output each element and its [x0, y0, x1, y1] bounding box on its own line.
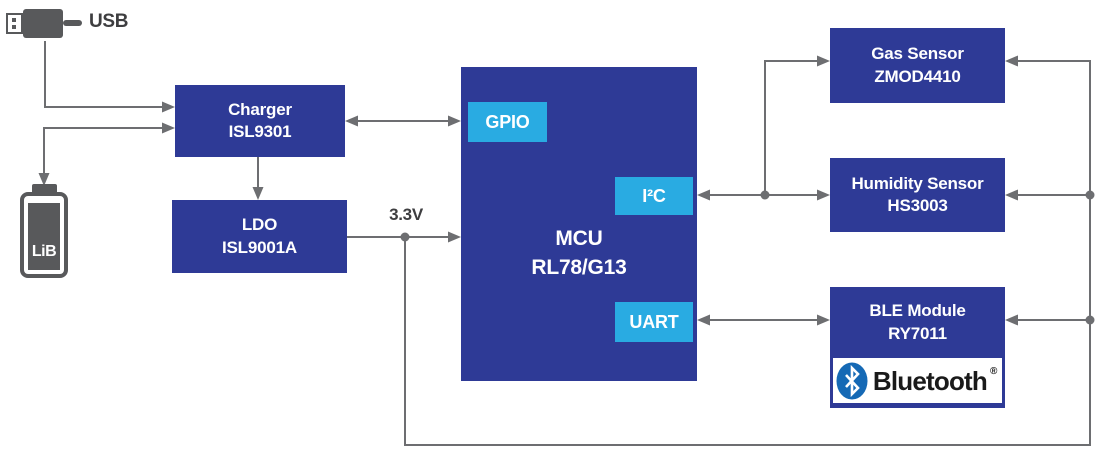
arrowhead-icon [1005, 55, 1018, 67]
ble-module-text: BLE Module RY7011 [830, 287, 1005, 358]
usb-pin-icon [12, 18, 16, 22]
wire-usb-to-charger [44, 41, 175, 113]
ble-module-part: RY7011 [888, 323, 947, 343]
wire-rail-to-humidity [1005, 189, 1090, 201]
bluetooth-wordmark: Bluetooth [872, 365, 988, 396]
arrowhead-icon [817, 314, 830, 326]
wire-charger-mcu-gpio [345, 115, 461, 127]
mcu-port-gpio: GPIO [468, 102, 547, 142]
arrowhead-icon [448, 115, 461, 127]
battery-label: LiB [31, 243, 57, 260]
mcu-port-uart: UART [615, 302, 693, 342]
charger-title: Charger [228, 99, 292, 119]
arrowhead-icon [817, 189, 830, 201]
ble-module-block: BLE Module RY7011 Bluetooth ® [830, 287, 1005, 408]
gas-sensor-part: ZMOD4410 [874, 66, 961, 86]
arrowhead-icon [817, 55, 830, 67]
rail-voltage-label: 3.3V [389, 205, 423, 224]
wire-uart-bus [697, 314, 830, 326]
mcu-title-group: MCU RL78/G13 [461, 224, 697, 282]
arrowhead-icon [1005, 189, 1018, 201]
arrowhead-icon [162, 101, 175, 113]
wire-ldo-to-mcu-3v3 [347, 231, 461, 243]
mcu-title: MCU [555, 227, 603, 250]
mcu-part: RL78/G13 [531, 256, 627, 279]
arrowhead-icon [38, 173, 50, 186]
arrowhead-icon [697, 189, 710, 201]
charger-block: Charger ISL9301 [175, 85, 345, 157]
wire-charger-battery [38, 122, 175, 186]
usb-plug-icon [6, 13, 23, 34]
humidity-sensor-block: Humidity Sensor HS3003 [830, 158, 1005, 232]
ldo-part: ISL9001A [222, 237, 297, 257]
gas-sensor-block: Gas Sensor ZMOD4410 [830, 28, 1005, 103]
bluetooth-logo-badge: Bluetooth ® [833, 358, 1002, 403]
wire-i2c-branch-gas [764, 55, 830, 195]
wire-rail-to-ble [1005, 314, 1090, 326]
battery-cell-icon: LiB [28, 203, 60, 270]
registered-trademark-mark: ® [989, 365, 998, 377]
usb-pin-icon [12, 25, 16, 29]
wire-charger-to-ldo [252, 157, 264, 200]
charger-part: ISL9301 [228, 122, 292, 141]
humidity-sensor-title: Humidity Sensor [851, 173, 984, 193]
mcu-port-i2c: I²C [615, 177, 693, 215]
ble-module-title: BLE Module [869, 301, 966, 321]
bluetooth-icon [836, 362, 868, 399]
usb-plug-body-icon [23, 9, 63, 38]
arrowhead-icon [697, 314, 710, 326]
wire-i2c-bus [697, 189, 830, 201]
arrowhead-icon [345, 115, 358, 127]
ldo-title: LDO [241, 215, 278, 235]
usb-cable-icon [63, 20, 82, 26]
arrowhead-icon [1005, 314, 1018, 326]
humidity-sensor-part: HS3003 [887, 196, 948, 215]
arrowhead-icon [252, 187, 264, 200]
ldo-block: LDO ISL9001A [172, 200, 347, 273]
arrowhead-icon [162, 122, 175, 134]
gas-sensor-title: Gas Sensor [871, 44, 964, 64]
arrowhead-icon [448, 231, 461, 243]
usb-label: USB [89, 11, 129, 32]
